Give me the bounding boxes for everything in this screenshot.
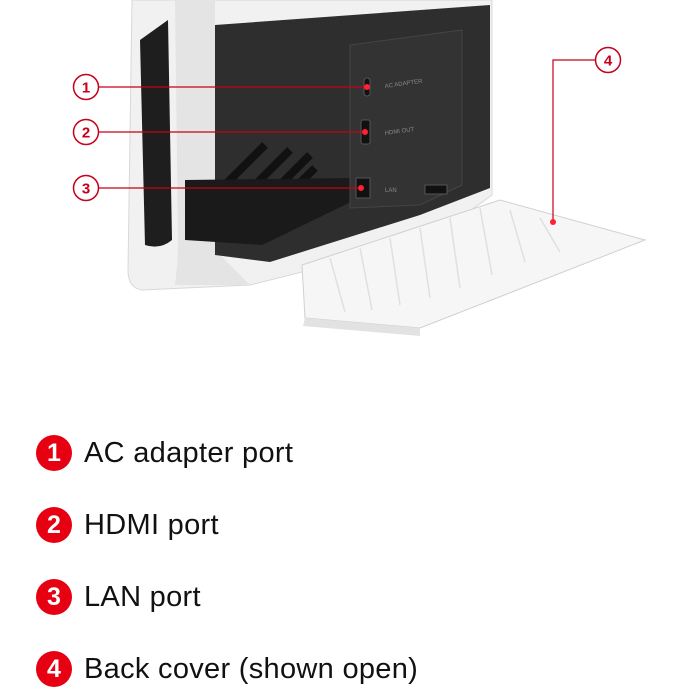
legend-item-hdmi: 2 HDMI port (36, 507, 219, 543)
back-cover (301, 199, 647, 336)
callout-3: 3 (72, 174, 364, 202)
number-badge: 4 (36, 651, 72, 687)
number-badge: 2 (36, 507, 72, 543)
legend-label: HDMI port (84, 508, 219, 541)
legend-label: Back cover (shown open) (84, 652, 419, 685)
svg-text:3: 3 (82, 181, 90, 198)
callout-2: 2 (72, 118, 368, 146)
legend-label: LAN port (84, 580, 201, 613)
usb-port (424, 184, 448, 195)
number-badge: 1 (36, 435, 72, 471)
callout-1: 1 (72, 73, 370, 101)
port-box (349, 29, 463, 209)
legend-item-back-cover: 4 Back cover (shown open) (36, 651, 418, 687)
svg-text:4: 4 (604, 53, 613, 70)
legend-item-ac-adapter: 1 AC adapter port (36, 435, 293, 471)
number-badge: 3 (36, 579, 72, 615)
dock-diagram: AC ADAPTER HDMI OUT LAN 1 2 3 4 (72, 0, 647, 336)
svg-text:2: 2 (82, 125, 90, 142)
dock-flap (185, 178, 355, 245)
legend-label: AC adapter port (84, 436, 294, 469)
svg-text:1: 1 (82, 80, 90, 97)
legend-item-lan: 3 LAN port (36, 579, 201, 615)
dock-slot (140, 20, 172, 247)
hdmi-port-label: HDMI OUT (384, 127, 415, 137)
ac-port-label: AC ADAPTER (384, 79, 423, 90)
lan-port-label: LAN (385, 188, 397, 194)
callout-4: 4 (550, 46, 622, 225)
